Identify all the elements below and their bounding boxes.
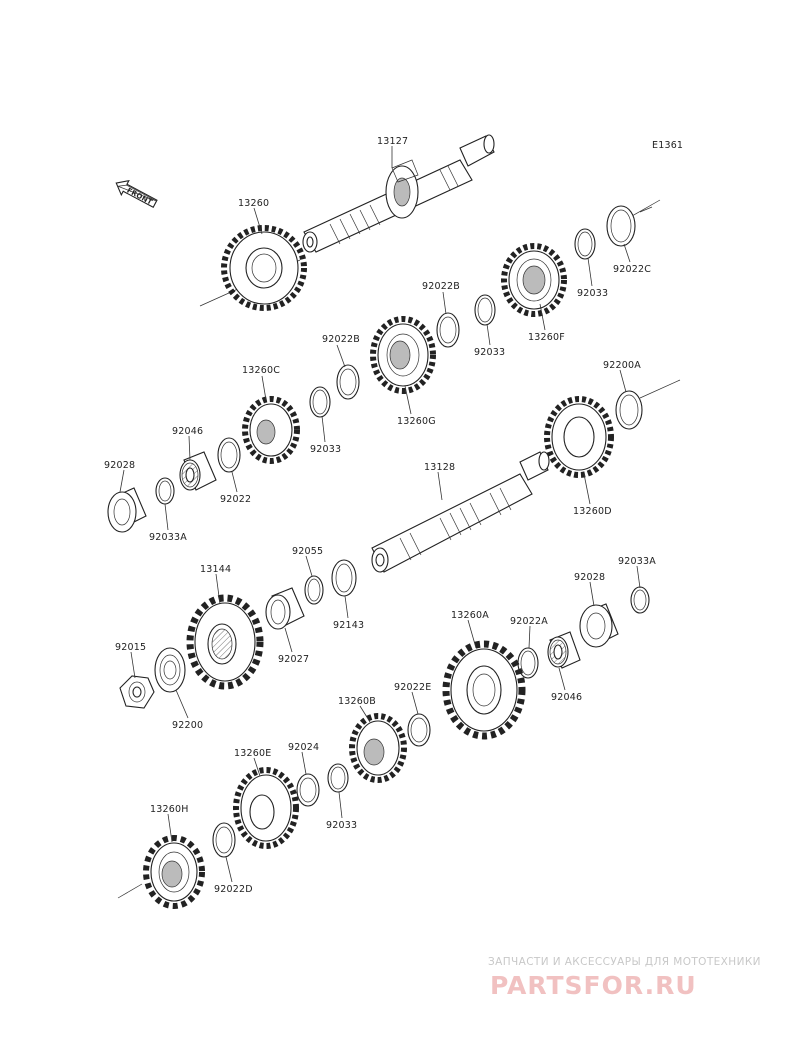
label-92200a: 92200A <box>603 360 641 371</box>
watermark: ЗАПЧАСТИ И АКСЕССУАРЫ ДЛЯ МОТОТЕХНИКИ PA… <box>488 956 761 1000</box>
label-92022b-a: 92022B <box>422 281 460 292</box>
circlip-92033-c <box>309 386 331 418</box>
label-92033a-a: 92033A <box>149 532 187 543</box>
gear-13260d <box>544 396 614 478</box>
label-13144: 13144 <box>200 564 231 575</box>
circlip-92033a-a <box>155 477 175 505</box>
label-92022d: 92022D <box>214 884 253 895</box>
needle-bearing-92046-b <box>547 631 581 669</box>
gear-13260f <box>501 243 567 317</box>
gear-13260h <box>143 835 205 909</box>
label-13128: 13128 <box>424 462 455 473</box>
label-92022b-b: 92022B <box>322 334 360 345</box>
o-ring-92055 <box>304 575 324 605</box>
label-13260b: 13260B <box>338 696 376 707</box>
nut-92015 <box>119 675 155 709</box>
label-92046-a: 92046 <box>172 426 203 437</box>
label-13260a: 13260A <box>451 610 489 621</box>
bearing-92028-a <box>107 487 147 533</box>
label-92015: 92015 <box>115 642 146 653</box>
label-92022c: 92022C <box>613 264 651 275</box>
label-92033-top: 92033 <box>577 288 608 299</box>
label-13260g: 13260G <box>397 416 436 427</box>
output-shaft-13128 <box>371 451 550 573</box>
diagram-code-label: E1361 <box>652 140 683 151</box>
ring-92022 <box>217 437 241 473</box>
label-13260h: 13260H <box>150 804 189 815</box>
gear-13260c <box>242 396 300 464</box>
label-92024: 92024 <box>288 742 319 753</box>
label-13127: 13127 <box>377 136 408 147</box>
gear-13260g <box>370 316 436 394</box>
label-92033a-b: 92033A <box>618 556 656 567</box>
label-92046-b: 92046 <box>551 692 582 703</box>
watermark-brand: PARTSFOR.RU <box>490 971 697 1000</box>
needle-bearing-92046-a <box>179 451 217 491</box>
label-13260: 13260 <box>238 198 269 209</box>
gear-13260 <box>221 225 307 311</box>
label-92055: 92055 <box>292 546 323 557</box>
washer-92200a <box>615 390 643 430</box>
label-92022a: 92022A <box>510 616 548 627</box>
circlip-92033-d <box>327 763 349 793</box>
label-13260d: 13260D <box>573 506 612 517</box>
lock-washer-92200 <box>154 647 186 693</box>
gear-13260e <box>233 767 299 849</box>
gear-13260b <box>349 713 407 783</box>
label-92027: 92027 <box>278 654 309 665</box>
bearing-92028-b <box>579 603 619 648</box>
ring-92024 <box>296 773 320 807</box>
spacer-92027 <box>265 587 305 630</box>
sprocket-13144 <box>186 594 264 690</box>
label-92033-c: 92033 <box>310 444 341 455</box>
label-92022: 92022 <box>220 494 251 505</box>
ring-92022c <box>606 205 636 247</box>
front-arrow-icon: FRONT <box>115 179 158 208</box>
label-92143: 92143 <box>333 620 364 631</box>
circlip-92033a-b <box>630 586 650 614</box>
label-92200: 92200 <box>172 720 203 731</box>
ring-92022b-b <box>336 364 360 400</box>
label-13260f: 13260F <box>528 332 565 343</box>
leader-lines <box>119 146 641 883</box>
label-92028-a: 92028 <box>104 460 135 471</box>
front-label: FRONT <box>125 187 153 207</box>
input-shaft-13127 <box>302 134 495 253</box>
circlip-92033-b <box>474 294 496 326</box>
collar-92143 <box>331 559 357 597</box>
label-92028-b: 92028 <box>574 572 605 583</box>
ring-92022b-a <box>436 312 460 348</box>
ring-92022d <box>212 822 236 858</box>
ring-92022e <box>407 713 431 747</box>
circlip-92033-top <box>574 228 596 260</box>
label-13260e: 13260E <box>234 748 271 759</box>
label-13260c: 13260C <box>242 365 280 376</box>
label-92033-d: 92033 <box>326 820 357 831</box>
part-labels: 13127 13260 92022C 92033 13260F 92022B 9… <box>104 136 656 895</box>
label-92033-b: 92033 <box>474 347 505 358</box>
watermark-tagline: ЗАПЧАСТИ И АКСЕССУАРЫ ДЛЯ МОТОТЕХНИКИ <box>488 956 761 968</box>
label-92022e: 92022E <box>394 682 431 693</box>
gear-13260a <box>442 640 526 740</box>
